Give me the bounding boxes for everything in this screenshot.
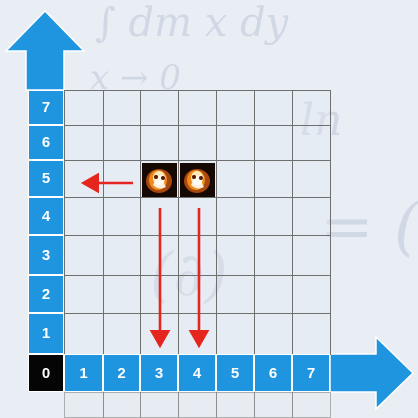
grid-cell bbox=[103, 313, 141, 355]
x-axis-arrowhead bbox=[329, 335, 415, 411]
y-axis-label-6: 6 bbox=[28, 125, 64, 160]
y-axis-label-4: 4 bbox=[28, 197, 64, 235]
grid-cell bbox=[103, 90, 141, 126]
y-axis-label-3: 3 bbox=[28, 235, 64, 275]
grid-cell bbox=[103, 392, 141, 418]
x-axis-label-6: 6 bbox=[254, 354, 292, 392]
y-axis-label-2: 2 bbox=[28, 275, 64, 313]
grid-cell bbox=[216, 90, 255, 126]
grid-cell bbox=[292, 235, 331, 276]
origin-label: 0 bbox=[28, 354, 64, 392]
x-axis-label-7: 7 bbox=[292, 354, 330, 392]
grid-cell bbox=[292, 275, 331, 314]
grid-cell bbox=[292, 197, 331, 236]
x-axis-label-5: 5 bbox=[216, 354, 254, 392]
x-axis-label-2: 2 bbox=[103, 354, 140, 392]
y-axis-label-5: 5 bbox=[28, 160, 64, 197]
flame-sprite-icon bbox=[142, 163, 177, 197]
grid-cell bbox=[140, 90, 179, 126]
grid-cell bbox=[254, 160, 293, 198]
grid-cell bbox=[292, 90, 331, 126]
grid-cell bbox=[64, 125, 104, 161]
grid-cell bbox=[178, 235, 217, 276]
grid-cell bbox=[254, 392, 293, 418]
grid-cell bbox=[292, 313, 331, 355]
grid-cell bbox=[140, 125, 179, 161]
x-axis-label-3: 3 bbox=[140, 354, 178, 392]
x-axis-label-1: 1 bbox=[64, 354, 103, 392]
grid-cell bbox=[178, 125, 217, 161]
flame-sprite-icon bbox=[180, 163, 215, 197]
grid-cell bbox=[216, 197, 255, 236]
grid-cell bbox=[254, 197, 293, 236]
y-axis-label-7: 7 bbox=[28, 90, 64, 125]
y-axis-label-1: 1 bbox=[28, 313, 64, 354]
grid-cell bbox=[103, 197, 141, 236]
x-axis-label-4: 4 bbox=[178, 354, 216, 392]
grid-cell bbox=[103, 275, 141, 314]
